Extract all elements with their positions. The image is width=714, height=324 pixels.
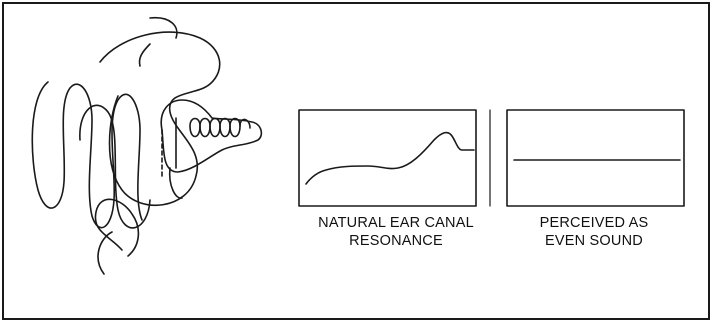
perceived-caption-line2: EVEN SOUND — [494, 232, 694, 250]
resonance-graph — [299, 110, 476, 206]
perceived-caption-line1: PERCEIVED AS — [494, 214, 694, 232]
resonance-graph-frame — [299, 110, 476, 206]
perceived-graph-frame — [507, 110, 684, 206]
resonance-caption-line2: RESONANCE — [286, 232, 506, 250]
perceived-graph — [507, 110, 684, 206]
ear-canal-illustration — [95, 18, 261, 274]
sound-wave-icon — [32, 82, 150, 228]
resonance-caption: NATURAL EAR CANAL RESONANCE — [286, 214, 506, 250]
resonance-caption-line1: NATURAL EAR CANAL — [286, 214, 506, 232]
resonance-curve — [306, 133, 474, 184]
perceived-caption: PERCEIVED AS EVEN SOUND — [494, 214, 694, 250]
